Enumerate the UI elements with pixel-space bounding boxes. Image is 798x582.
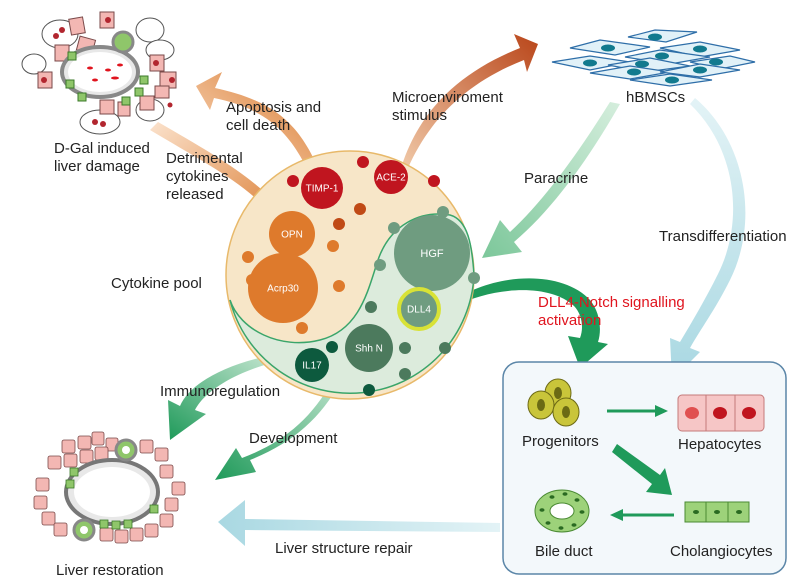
cytokine-shhn-label: Shh N — [355, 344, 383, 355]
cytokine-acrp30-label: Acrp30 — [267, 284, 299, 295]
microenvironment-arrow — [402, 34, 538, 168]
apoptosis-label-line2: cell death — [226, 117, 291, 134]
dgal-label-line2: liver damage — [54, 158, 140, 175]
immunoregulation-label: Immunoregulation — [160, 383, 281, 400]
detrimental-cytokines-label: Detrimental cytokines released — [166, 150, 243, 204]
hepatocytes-icon — [677, 394, 765, 432]
cytokine-il17: IL17 — [295, 348, 329, 382]
hbmscs-label: hBMSCs — [626, 89, 686, 106]
cholangiocytes-icon — [684, 501, 750, 523]
liver-restoration-label: Liver restoration — [56, 562, 164, 579]
progenitors-label: Progenitors — [522, 433, 599, 450]
development-arrow — [215, 356, 352, 480]
detrimental-label-line1: Detrimental — [166, 150, 243, 167]
paracrine-arrow — [482, 102, 620, 258]
microenvironment-label: Microenviroment stimulus — [392, 89, 503, 125]
detrimental-label-line3: released — [166, 186, 224, 203]
transdifferentiation-label: Transdifferentiation — [659, 228, 787, 245]
dll4-notch-label-line1: DLL4-Notch signalling — [538, 294, 685, 311]
cytokine-hgf-label: HGF — [420, 248, 444, 260]
apoptosis-label: Apoptosis and cell death — [226, 99, 321, 135]
liver-repair-arrow — [218, 500, 500, 546]
hepatocytes-label: Hepatocytes — [678, 436, 762, 453]
cholangiocyte-to-bile-duct-arrow — [610, 509, 674, 521]
dll4-notch-arrow — [452, 278, 608, 368]
transdifferentiation-arrow — [670, 98, 746, 380]
cytokine-ace2-label: ACE-2 — [376, 173, 406, 184]
paracrine-label: Paracrine — [524, 170, 589, 187]
immunoregulation-arrow — [168, 352, 293, 440]
progenitor-to-hepatocyte-arrow — [607, 405, 668, 417]
dll4-notch-label: DLL4-Notch signalling activation — [538, 294, 685, 330]
cytokine-timp1: TIMP-1 — [301, 167, 343, 209]
bile-duct-label: Bile duct — [535, 543, 593, 560]
cytokine-il17-label: IL17 — [302, 361, 322, 372]
hbmscs-cells-icon — [551, 29, 756, 87]
cytokine-dll4-label: DLL4 — [407, 305, 431, 316]
progenitors-icon — [527, 378, 580, 427]
cytokine-timp1-label: TIMP-1 — [306, 184, 339, 195]
bile-duct-icon — [534, 489, 590, 533]
cytokine-opn-label: OPN — [281, 230, 303, 241]
cytokine-opn: OPN — [269, 211, 315, 257]
cholangiocytes-label: Cholangiocytes — [670, 543, 773, 560]
apoptosis-arrow — [196, 72, 322, 180]
dll4-notch-label-line2: activation — [538, 312, 602, 329]
dgal-label: D-Gal induced liver damage — [54, 140, 150, 176]
cytokine-acrp30: Acrp30 — [248, 253, 318, 323]
liver-repair-label: Liver structure repair — [275, 540, 413, 557]
detrimental-label-line2: cytokines — [166, 168, 229, 185]
microenvironment-label-line1: Microenviroment — [392, 89, 503, 106]
dgal-label-line1: D-Gal induced — [54, 140, 150, 157]
development-label: Development — [249, 430, 338, 447]
cytokine-shhn: Shh N — [345, 324, 393, 372]
cytokine-pool-label: Cytokine pool — [111, 275, 202, 292]
cytokine-hgf: HGF — [394, 215, 470, 291]
damaged-liver-icon — [21, 11, 177, 135]
restored-liver-icon — [33, 431, 186, 544]
apoptosis-label-line1: Apoptosis and — [226, 99, 322, 116]
progenitor-to-cholangiocyte-arrow — [612, 444, 672, 495]
cytokine-dll4: DLL4 — [397, 287, 441, 331]
microenvironment-label-line2: stimulus — [392, 107, 448, 124]
cytokine-ace2: ACE-2 — [374, 160, 408, 194]
